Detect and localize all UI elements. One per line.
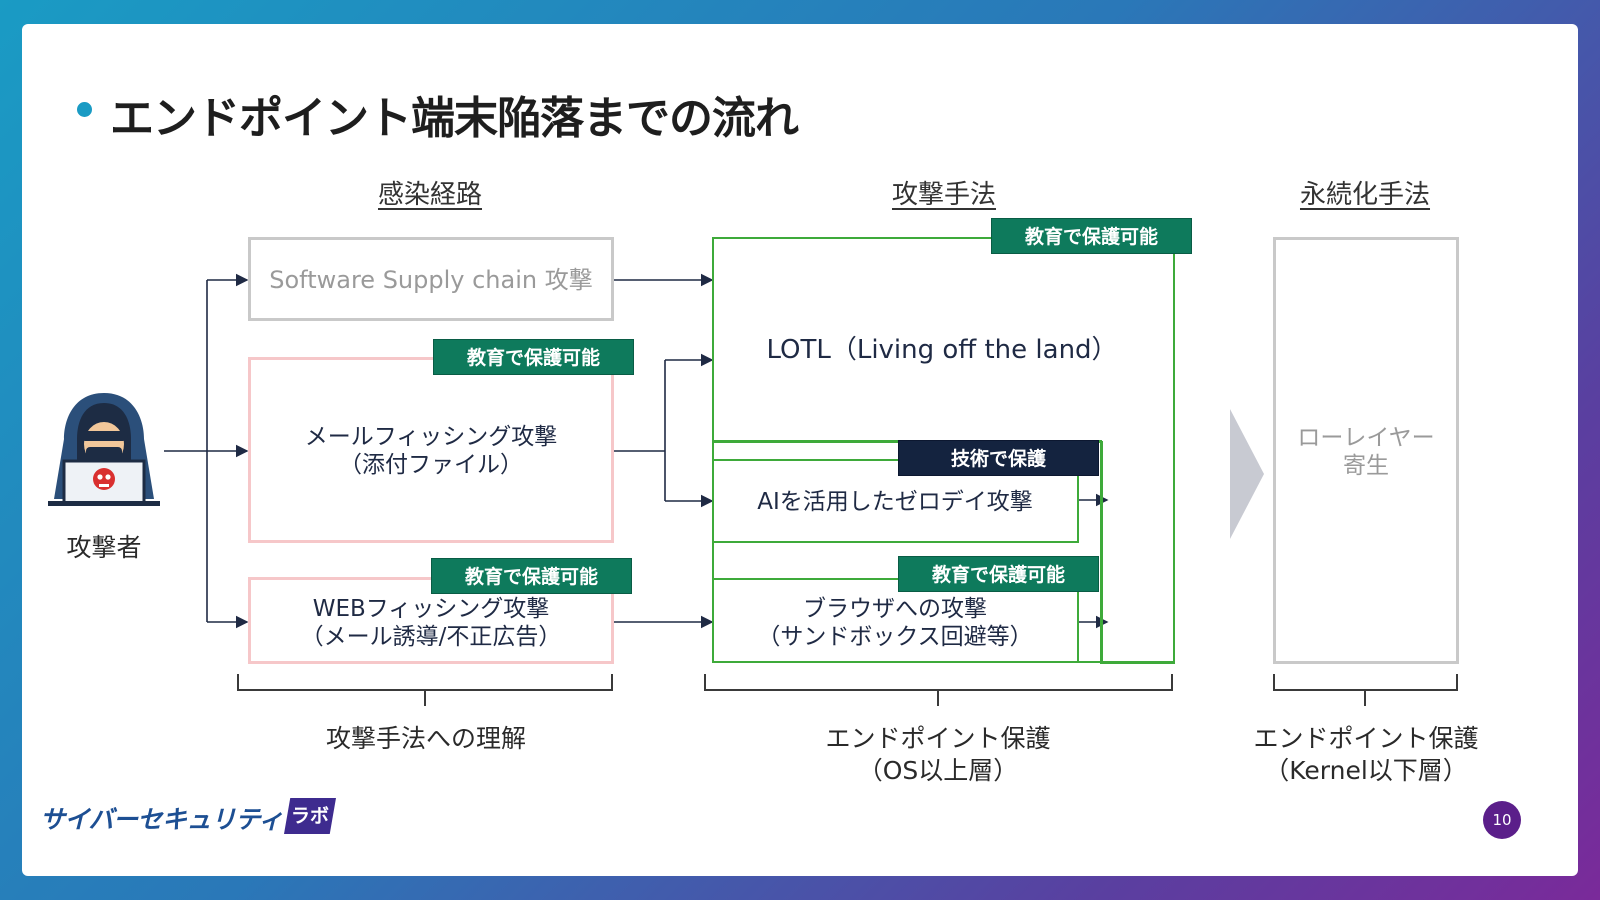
web-phishing-tag: 教育で保護可能 (431, 558, 632, 594)
page-number-badge: 10 (1483, 801, 1521, 839)
web-phishing-label-line2: （メール誘導/不正広告） (300, 624, 562, 650)
browser-attack-box (712, 578, 1079, 663)
lotl-tag: 教育で保護可能 (991, 218, 1192, 254)
low-layer-label-line1: ローレイヤー (1297, 425, 1435, 451)
slide-title: エンドポイント端末陥落までの流れ (110, 93, 799, 144)
column-header-attack-method: 攻撃手法 (891, 180, 997, 210)
attacker-label: 攻撃者 (66, 533, 142, 562)
web-phishing-label-line1: WEBフィッシング攻撃 (312, 596, 550, 622)
slide: エンドポイント端末陥落までの流れ 感染経路 攻撃手法 永続化手法 (22, 24, 1578, 876)
column-header-infection-route: 感染経路 (377, 180, 483, 210)
column-header-persistence: 永続化手法 (1299, 180, 1431, 210)
mail-phishing-label-line1: メールフィッシング攻撃 (304, 424, 558, 450)
browser-attack-tag: 教育で保護可能 (898, 556, 1099, 592)
low-layer-label-line2: 寄生 (1343, 453, 1389, 479)
attacker-icon (44, 389, 164, 509)
mail-phishing-box (248, 357, 614, 543)
bottom-label-right-line1: エンドポイント保護 (1253, 724, 1479, 753)
green-connector (1100, 441, 1103, 664)
ai-zero-day-label: AIを活用したゼロデイ攻撃 (757, 489, 1033, 515)
browser-attack-label-line1: ブラウザへの攻撃 (803, 596, 987, 622)
connector-lines (164, 273, 1458, 706)
brand-logo-badge: ラボ (284, 798, 336, 834)
green-connector-bottom (1100, 661, 1175, 664)
low-layer-box (1273, 237, 1459, 664)
supply-chain-label: Software Supply chain 攻撃 (269, 266, 593, 294)
supply-chain-box (248, 237, 614, 321)
ai-zero-day-tag: 技術で保護 (898, 440, 1099, 476)
bottom-label-middle-line2: （OS以上層） (857, 756, 1019, 785)
lotl-label: LOTL（Living off the land） (766, 335, 1118, 365)
brand-logo: サイバーセキュリティ (40, 805, 284, 834)
bottom-label-left: 攻撃手法への理解 (325, 724, 527, 753)
bottom-label-right-line2: （Kernel以下層） (1264, 756, 1468, 785)
mail-phishing-label-line2: （添付ファイル） (339, 452, 523, 478)
browser-attack-label-line2: （サンドボックス回避等） (757, 624, 1033, 650)
title-bullet (77, 102, 92, 117)
mail-phishing-tag: 教育で保護可能 (433, 339, 634, 375)
bottom-label-middle-line1: エンドポイント保護 (825, 724, 1051, 753)
